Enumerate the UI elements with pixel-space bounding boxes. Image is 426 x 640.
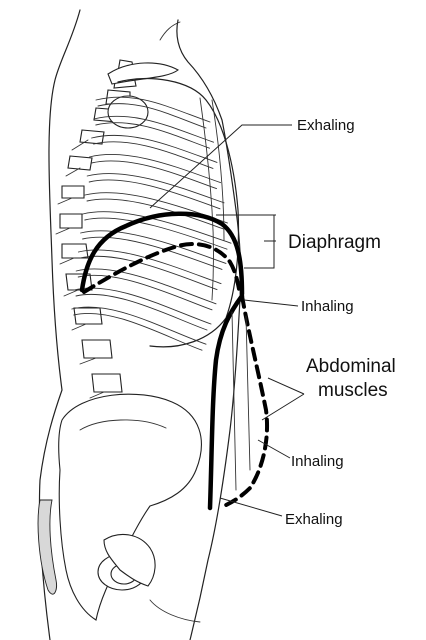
rib-cage bbox=[72, 63, 239, 350]
pelvis bbox=[38, 394, 201, 622]
diaphragm-exhaling-curve bbox=[82, 214, 242, 294]
rib bbox=[87, 174, 224, 203]
label-exhaling-bottom: Exhaling bbox=[285, 511, 343, 528]
abdomen-exhaling-curve bbox=[210, 296, 242, 508]
diaphragm-inhaling-curve bbox=[84, 244, 240, 294]
rib-inner-edge bbox=[94, 142, 213, 169]
rib bbox=[92, 135, 217, 162]
label-inhaling-low: Inhaling bbox=[291, 453, 344, 470]
label-diaphragm: Diaphragm bbox=[288, 232, 381, 253]
abdomen-inhaling-curve bbox=[220, 296, 267, 508]
rib bbox=[89, 154, 220, 182]
label-abdominal-line2: muscles bbox=[318, 380, 388, 401]
label-inhaling-mid: Inhaling bbox=[301, 298, 354, 315]
label-abdominal-line1: Abdominal bbox=[306, 356, 396, 377]
label-exhaling-top: Exhaling bbox=[297, 117, 355, 134]
rib-inner-edge bbox=[80, 256, 217, 289]
diaphragm-curves bbox=[82, 214, 242, 294]
